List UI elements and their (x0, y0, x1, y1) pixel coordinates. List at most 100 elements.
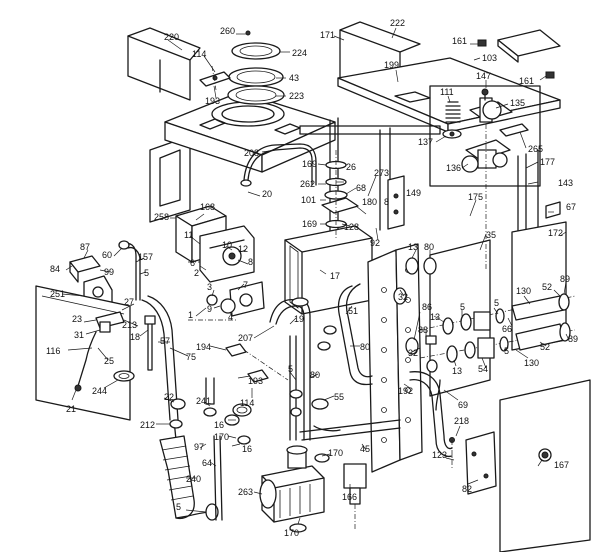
callout-161: 161 (452, 36, 467, 46)
callout-89: 89 (560, 274, 570, 284)
callout-5-e: 5 (288, 364, 293, 374)
callout-8-a: 8 (384, 197, 389, 207)
pump (259, 431, 497, 533)
callout-273: 273 (374, 168, 389, 178)
callout-169-b: 169 (302, 219, 317, 229)
callout-60: 60 (102, 250, 112, 260)
callout-137: 137 (418, 137, 433, 147)
callout-67: 67 (566, 202, 576, 212)
callout-169: 169 (302, 159, 317, 169)
callout-101: 101 (301, 195, 316, 205)
callout-263: 263 (238, 487, 253, 497)
callout-161b: 161 (519, 76, 534, 86)
center-pipework (237, 297, 401, 445)
callout-157: 157 (138, 252, 153, 262)
callout-75: 75 (186, 352, 196, 362)
callout-13-c: 13 (452, 366, 462, 376)
callout-265: 265 (528, 144, 543, 154)
callout-224: 224 (292, 48, 307, 58)
casing-panels (127, 21, 591, 552)
callout-3: 3 (207, 282, 212, 292)
detail-inset-valve (429, 85, 541, 270)
callout-172: 172 (548, 228, 563, 238)
callout-171: 171 (320, 30, 335, 40)
callout-208: 208 (244, 148, 259, 158)
callout-260: 260 (220, 26, 235, 36)
manifold (337, 243, 453, 473)
callout-262: 262 (300, 179, 315, 189)
callout-17: 17 (330, 271, 340, 281)
callout-51: 51 (348, 306, 358, 316)
callout-86: 86 (422, 302, 432, 312)
callout-8-b: 8 (248, 257, 253, 267)
callout-26: 26 (346, 162, 356, 172)
callout-31: 31 (74, 330, 84, 340)
callout-5-a: 5 (144, 268, 149, 278)
callout-80-c: 80 (310, 370, 320, 380)
callout-168: 168 (200, 202, 215, 212)
callout-21: 21 (66, 404, 76, 414)
callout-32-a: 32 (398, 292, 408, 302)
callout-55: 55 (334, 392, 344, 402)
callout-241: 241 (196, 396, 211, 406)
callout-223: 223 (289, 91, 304, 101)
callout-128: 128 (344, 222, 359, 232)
callout-23: 23 (72, 314, 82, 324)
callout-207: 207 (238, 333, 253, 343)
callout-35: 35 (486, 230, 496, 240)
callout-193-b: 193 (248, 376, 263, 386)
callout-13-b: 13 (430, 312, 440, 322)
callout-16-b: 16 (242, 444, 252, 454)
callout-2: 2 (194, 268, 199, 278)
callout-25: 25 (104, 356, 114, 366)
callout-147: 147 (476, 71, 491, 81)
callout-170-c: 170 (284, 528, 299, 538)
callout-240: 240 (186, 474, 201, 484)
callout-218: 218 (454, 416, 469, 426)
callout-52: 52 (542, 282, 552, 292)
callout-45: 45 (360, 444, 370, 454)
callout-5-f: 5 (176, 502, 181, 512)
leader-lines (61, 27, 569, 525)
callout-130: 130 (516, 286, 531, 296)
callout-136: 136 (446, 163, 461, 173)
callout-4: 4 (228, 312, 233, 322)
callout-87: 87 (80, 242, 90, 252)
callout-80-a: 80 (424, 242, 434, 252)
callout-66: 66 (502, 324, 512, 334)
callout-52-b: 52 (540, 342, 550, 352)
callout-99: 99 (104, 267, 114, 277)
callout-192: 192 (398, 386, 413, 396)
callout-1: 1 (188, 310, 193, 320)
callout-114-b: 114 (240, 398, 254, 408)
callout-5-c: 5 (494, 298, 499, 308)
callout-20: 20 (262, 189, 272, 199)
callout-167: 167 (554, 460, 569, 470)
callout-180: 180 (362, 197, 377, 207)
callout-103: 103 (482, 53, 497, 63)
callout-222: 222 (390, 18, 405, 28)
callout-166: 166 (342, 492, 357, 502)
callout-220: 220 (164, 32, 179, 42)
callout-116: 116 (46, 346, 60, 356)
callout-114: 114 (192, 49, 206, 59)
callout-5-b: 5 (460, 302, 465, 312)
callout-88: 88 (418, 325, 428, 335)
callout-labels: 220 114 193 260 224 43 223 171 222 161 1… (46, 18, 578, 538)
callout-43: 43 (289, 73, 299, 83)
callout-80-b: 80 (360, 342, 370, 352)
callout-19: 19 (294, 314, 304, 324)
callout-92: 92 (370, 238, 380, 248)
callout-244: 244 (92, 386, 107, 396)
callout-82: 82 (462, 484, 472, 494)
callout-175: 175 (468, 192, 483, 202)
callout-22: 22 (164, 392, 174, 402)
callout-213: 213 (122, 320, 137, 330)
callout-9: 9 (207, 304, 212, 314)
callout-194: 194 (196, 342, 211, 352)
callout-18: 18 (130, 332, 140, 342)
callout-54: 54 (478, 364, 488, 374)
callout-12: 12 (238, 244, 248, 254)
